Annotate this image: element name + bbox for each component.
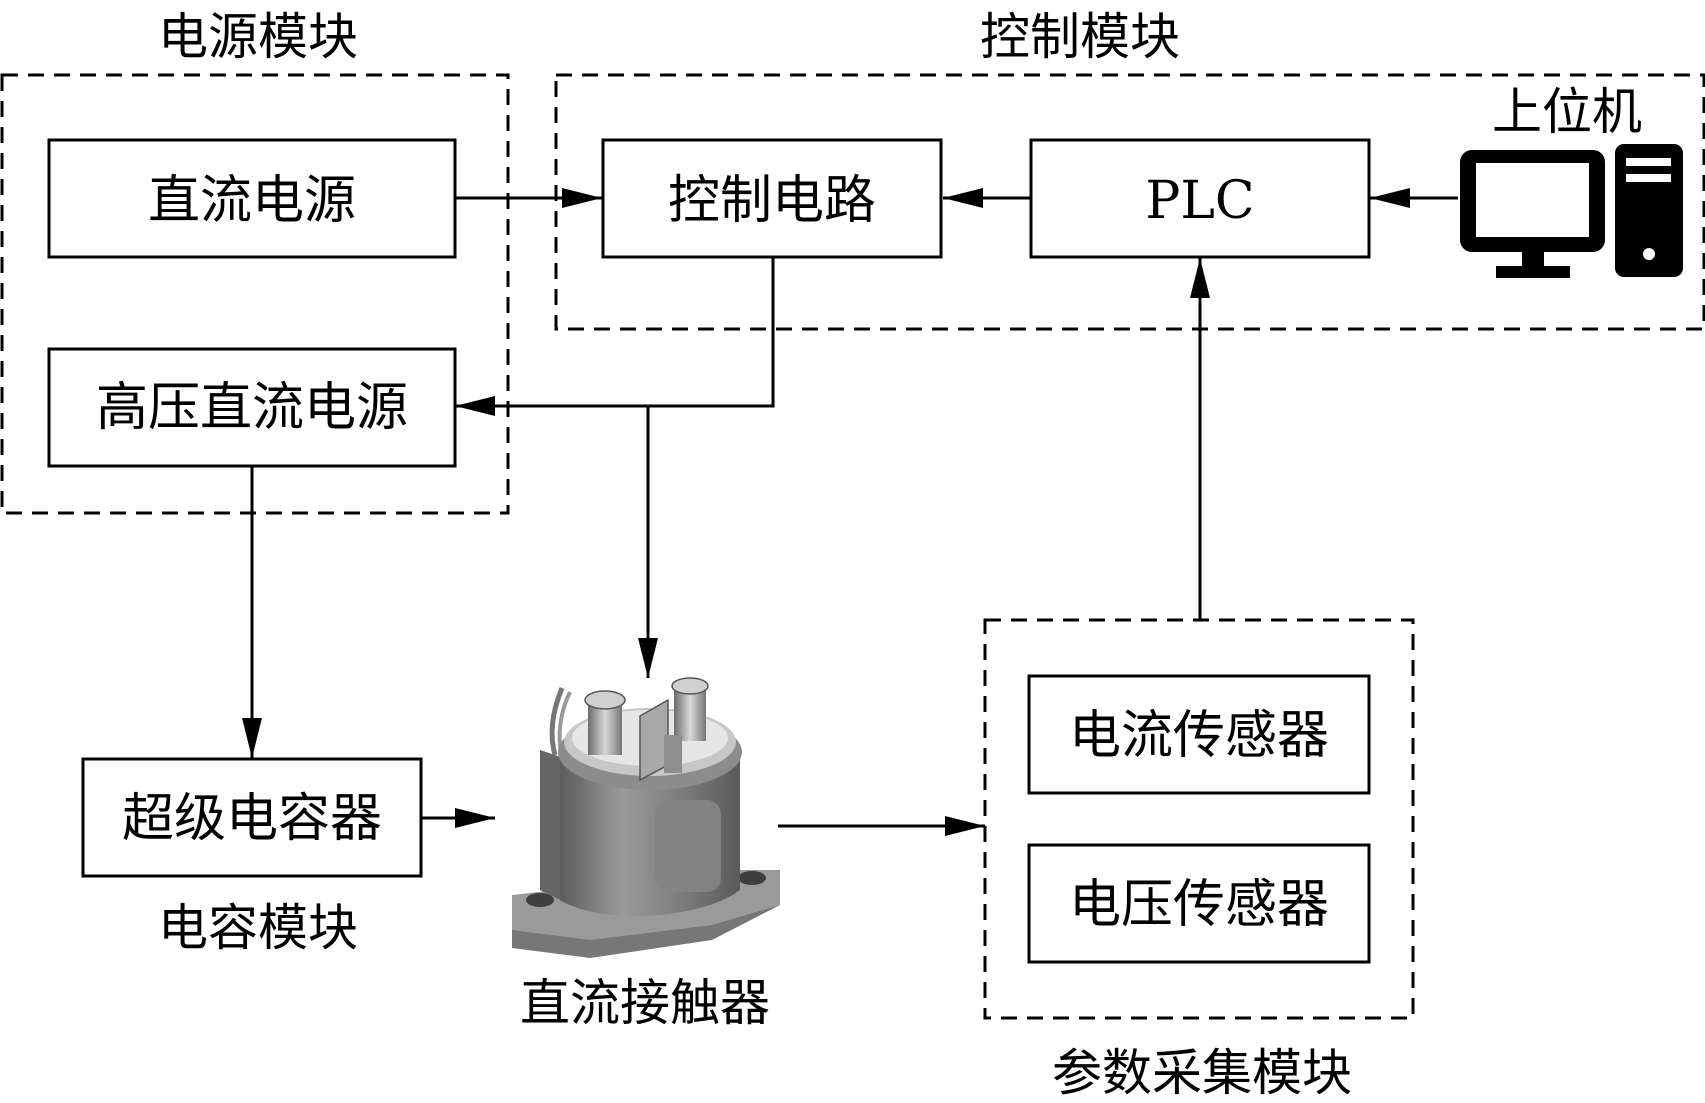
dc-contactor-label: 直流接触器 [520, 974, 770, 1032]
plc-block: PLC [1029, 138, 1371, 259]
control-module-label: 控制模块 [980, 8, 1180, 66]
current-sensor-block: 电流传感器 [1027, 674, 1371, 795]
current-sensor-label: 电流传感器 [1069, 706, 1329, 766]
power-module-label: 电源模块 [158, 8, 358, 66]
dc-supply-block: 直流电源 [47, 138, 457, 259]
capacitor-module-label: 电容模块 [158, 899, 358, 957]
power-module-frame [0, 73, 510, 515]
sensing-module-label: 参数采集模块 [1052, 1044, 1352, 1102]
voltage-sensor-block: 电压传感器 [1027, 843, 1371, 964]
hv-dc-supply-block: 高压直流电源 [47, 347, 457, 468]
voltage-sensor-label: 电压传感器 [1069, 875, 1329, 935]
control-circuit-label: 控制电路 [668, 171, 876, 231]
control-circuit-to-hv-supply-arrow [455, 258, 775, 416]
supercapacitor-label: 超级电容器 [122, 789, 382, 849]
supercapacitor-block: 超级电容器 [81, 757, 423, 878]
dc-contactor-illustration [512, 677, 780, 958]
desktop-computer-icon [1460, 144, 1683, 278]
control-circuit-block: 控制电路 [601, 138, 943, 259]
hv-dc-supply-label: 高压直流电源 [96, 378, 408, 438]
dc-supply-label: 直流电源 [148, 171, 356, 231]
control-module-frame [554, 73, 1705, 331]
plc-label: PLC [1145, 171, 1254, 231]
host-computer-label: 上位机 [1492, 83, 1642, 141]
